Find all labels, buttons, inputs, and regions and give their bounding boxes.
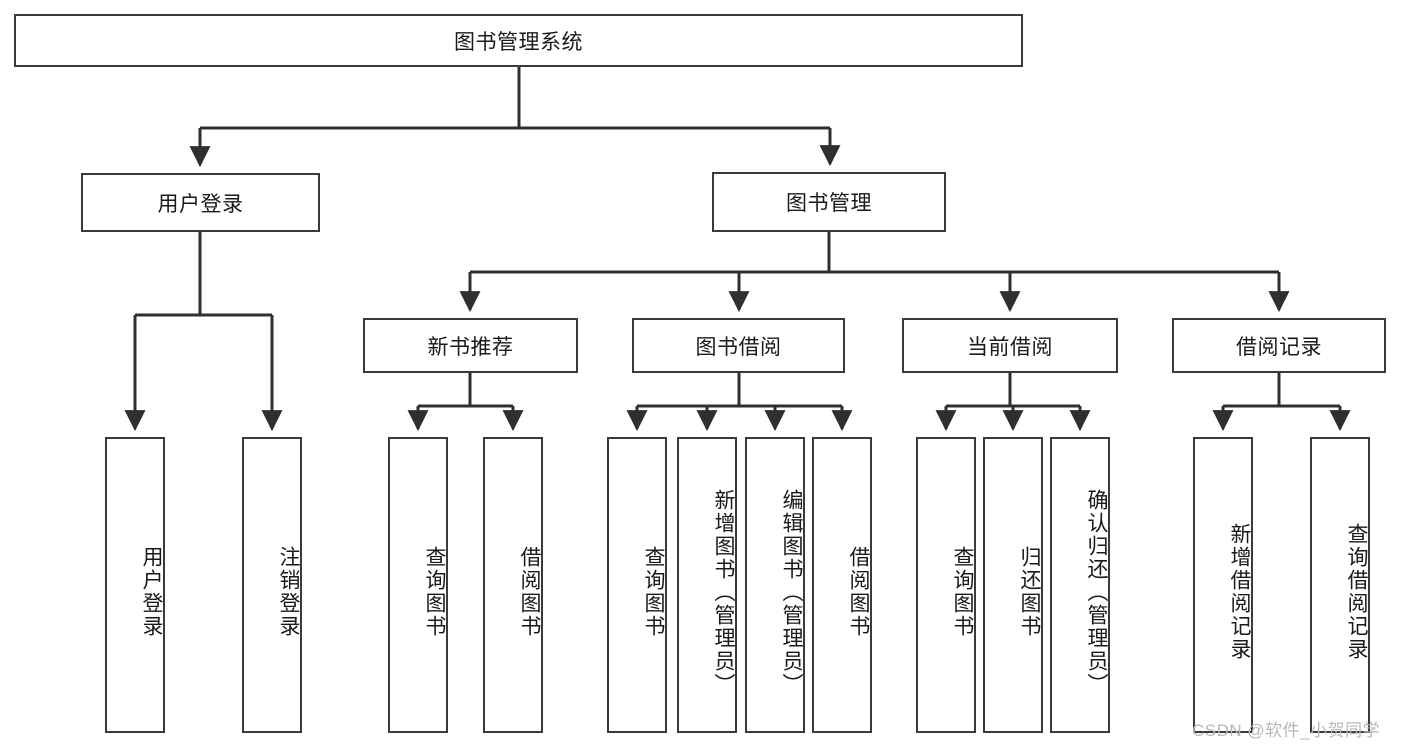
leaf-node-label: 用户登录 bbox=[140, 546, 163, 638]
node-user-login-label: 用户登录 bbox=[157, 192, 244, 216]
leaf-node-label: 查询图书 bbox=[951, 546, 974, 638]
leaf-node[interactable]: 查询图书 bbox=[916, 437, 976, 733]
node-new-book-recommend-label: 新书推荐 bbox=[427, 335, 514, 359]
leaf-node[interactable]: 新增借阅记录 bbox=[1193, 437, 1253, 733]
leaf-node[interactable]: 用户登录 bbox=[105, 437, 165, 733]
leaf-node[interactable]: 归还图书 bbox=[983, 437, 1043, 733]
leaf-node-label: 编辑图书（管理员） bbox=[780, 488, 803, 696]
leaf-node[interactable]: 确认归还（管理员） bbox=[1050, 437, 1110, 733]
leaf-node-label: 归还图书 bbox=[1018, 546, 1041, 638]
leaf-node[interactable]: 编辑图书（管理员） bbox=[745, 437, 805, 733]
leaf-node[interactable]: 新增图书（管理员） bbox=[677, 437, 737, 733]
watermark: CSDN @软件_小贺同学 bbox=[1192, 721, 1381, 740]
leaf-node[interactable]: 注销登录 bbox=[242, 437, 302, 733]
leaf-node-label: 查询图书 bbox=[423, 546, 446, 638]
leaf-node-label: 借阅图书 bbox=[847, 546, 870, 638]
leaf-node[interactable]: 查询图书 bbox=[388, 437, 448, 733]
node-book-management[interactable]: 图书管理 bbox=[712, 172, 946, 232]
node-user-login[interactable]: 用户登录 bbox=[81, 173, 320, 232]
leaf-node-label: 查询借阅记录 bbox=[1345, 523, 1368, 661]
leaf-node-label: 借阅图书 bbox=[518, 546, 541, 638]
node-borrow-record-label: 借阅记录 bbox=[1236, 335, 1322, 359]
node-current-borrow[interactable]: 当前借阅 bbox=[902, 318, 1118, 373]
leaf-node-label: 确认归还（管理员） bbox=[1085, 488, 1108, 696]
node-borrow-record[interactable]: 借阅记录 bbox=[1172, 318, 1386, 373]
node-new-book-recommend[interactable]: 新书推荐 bbox=[363, 318, 578, 373]
leaf-node-label: 新增图书（管理员） bbox=[712, 488, 735, 696]
node-book-borrow-label: 图书借阅 bbox=[695, 335, 782, 359]
node-current-borrow-label: 当前借阅 bbox=[967, 335, 1053, 359]
leaf-node-label: 查询图书 bbox=[642, 546, 665, 638]
leaf-node-label: 注销登录 bbox=[277, 546, 300, 638]
node-root-label: 图书管理系统 bbox=[454, 30, 583, 54]
node-book-management-label: 图书管理 bbox=[786, 192, 872, 215]
leaf-node-label: 新增借阅记录 bbox=[1228, 523, 1251, 661]
leaf-node[interactable]: 查询借阅记录 bbox=[1310, 437, 1370, 733]
leaf-node[interactable]: 借阅图书 bbox=[483, 437, 543, 733]
leaf-node[interactable]: 查询图书 bbox=[607, 437, 667, 733]
leaf-node[interactable]: 借阅图书 bbox=[812, 437, 872, 733]
node-root[interactable]: 图书管理系统 bbox=[14, 14, 1023, 67]
node-book-borrow[interactable]: 图书借阅 bbox=[632, 318, 845, 373]
